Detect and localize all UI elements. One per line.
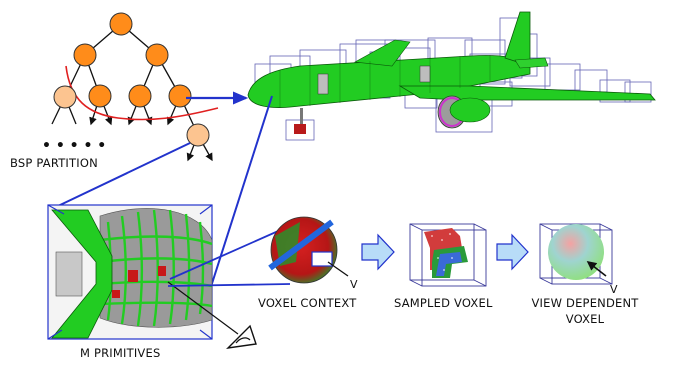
bsp-partition-label: BSP PARTITION bbox=[10, 156, 98, 170]
bsp-tree-nodes bbox=[53, 12, 210, 147]
connector-leaf-to-primitives bbox=[57, 142, 191, 207]
flow-arrow-2 bbox=[496, 233, 529, 271]
tree-node bbox=[145, 43, 169, 67]
m-primitives-label: M PRIMITIVES bbox=[80, 346, 161, 360]
view-dependent-label-line2: VOXEL bbox=[565, 312, 605, 326]
tree-node bbox=[109, 12, 133, 36]
tree-node bbox=[88, 84, 112, 108]
m-primitives-volume bbox=[47, 204, 257, 349]
view-dependent-label: VIEW DEPENDENT bbox=[531, 296, 639, 310]
sampled-voxel-label: SAMPLED VOXEL bbox=[394, 296, 493, 310]
eye-icon bbox=[226, 324, 257, 349]
connector-primitives-to-context-top bbox=[169, 227, 286, 280]
tree-node bbox=[53, 85, 77, 109]
view-dependent-voxel bbox=[539, 223, 613, 285]
voxel-context bbox=[268, 216, 349, 284]
airplane-model bbox=[247, 11, 656, 141]
sampled-voxel-cube bbox=[409, 223, 487, 287]
tree-node bbox=[186, 123, 210, 147]
connector-airplane-to-primitives bbox=[207, 95, 273, 297]
tree-node bbox=[168, 84, 192, 108]
tree-ellipsis: • • • • • bbox=[42, 138, 106, 154]
voxel-context-label: VOXEL CONTEXT bbox=[258, 296, 357, 310]
flow-arrow-1 bbox=[361, 233, 395, 271]
tree-node bbox=[128, 84, 152, 108]
connector-primitives-to-context-bottom bbox=[167, 283, 291, 287]
tree-node bbox=[73, 43, 97, 67]
v-marker-view: V bbox=[610, 283, 618, 296]
v-marker-context: V bbox=[350, 278, 358, 291]
